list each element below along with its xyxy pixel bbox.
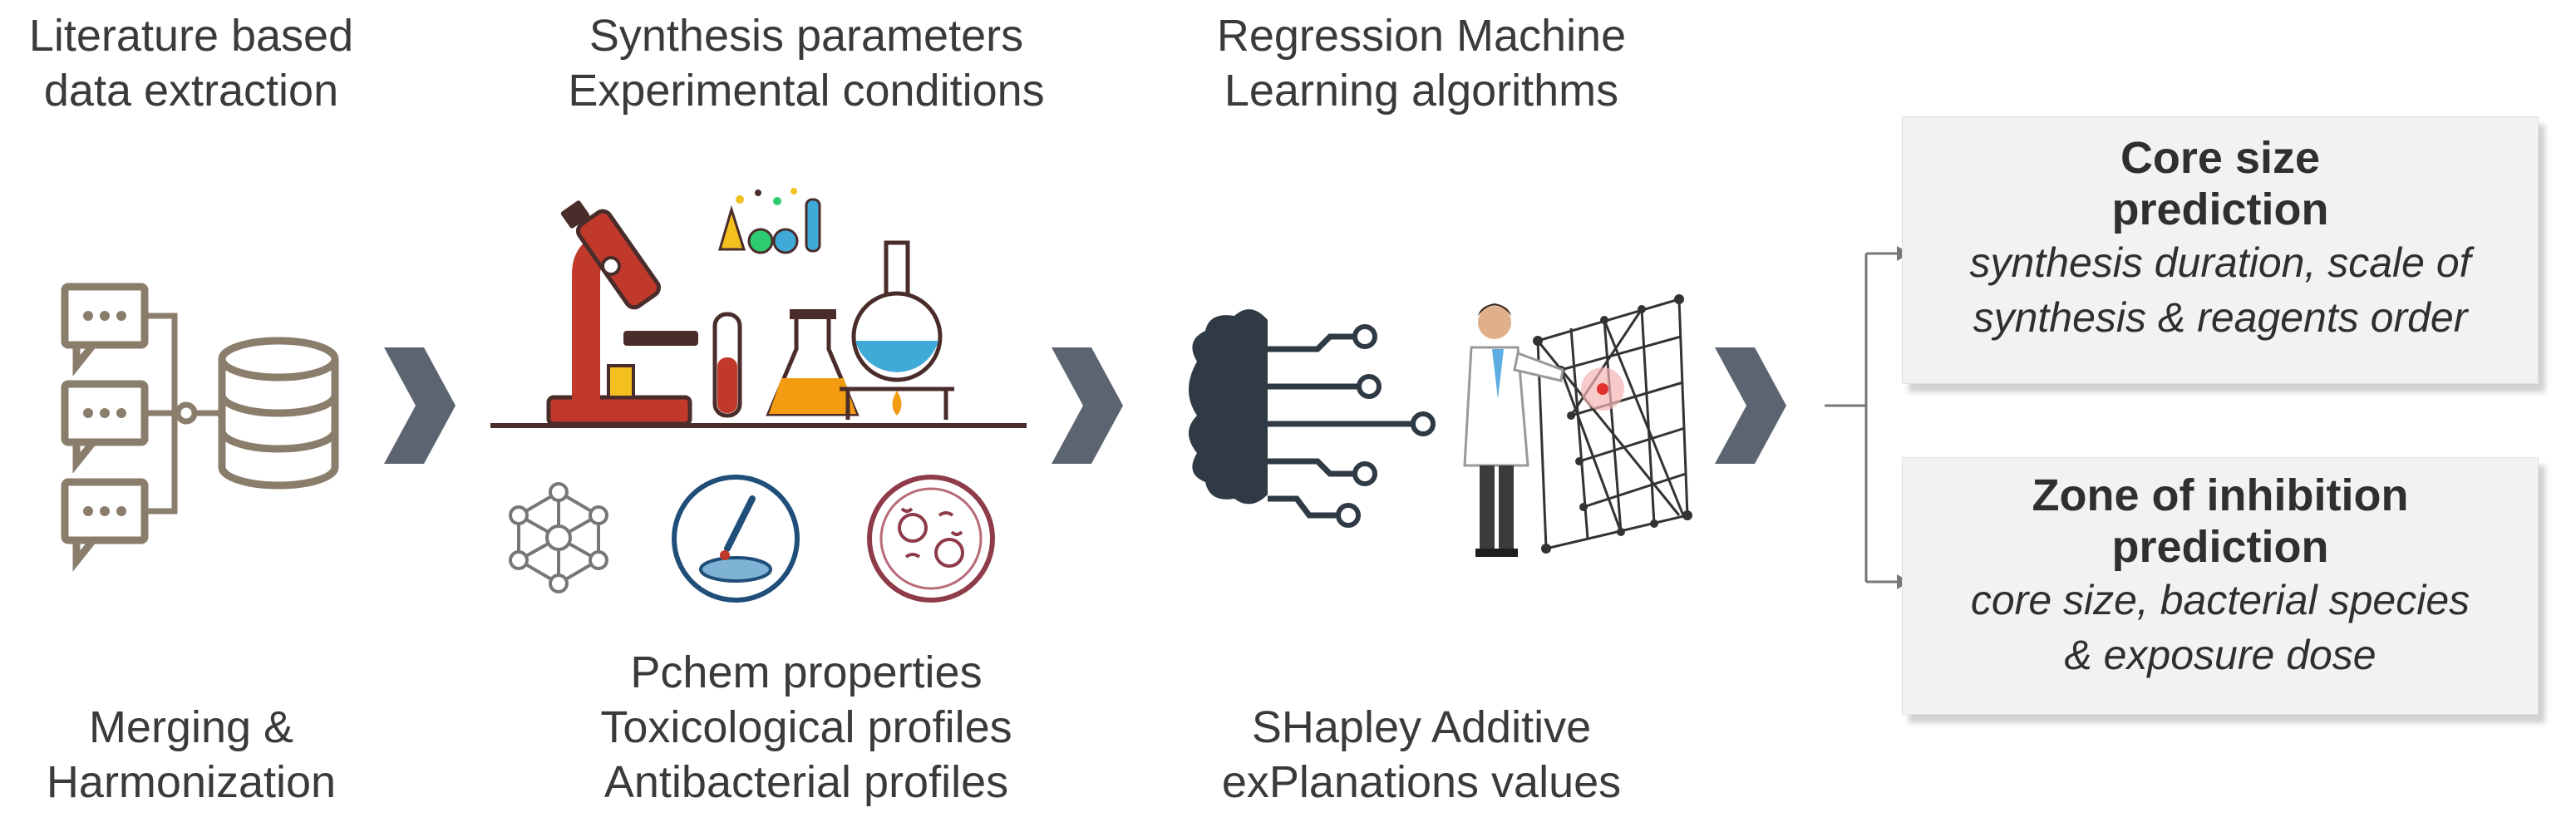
stage2-top-label: Synthesis parameters Experimental condit…	[568, 11, 1045, 116]
chevron-right-icon	[1715, 347, 1786, 464]
round-flask-icon	[840, 240, 954, 420]
molecule-icon	[509, 482, 608, 593]
flask-icon	[766, 309, 859, 416]
chevron-right-icon	[384, 347, 456, 464]
document-icon	[61, 380, 149, 474]
neural-network-icon	[1533, 294, 1692, 554]
output-card-zone-of-inhibition: Zone of inhibition prediction core size,…	[1902, 457, 2539, 715]
small-flasks-icon	[718, 188, 821, 254]
stage1-top-label: Literature based data extraction	[28, 11, 354, 116]
stage1-bottom-label: Merging & Harmonization	[46, 702, 337, 807]
chevron-right-icon	[1052, 347, 1123, 464]
output-bracket	[1825, 252, 1897, 583]
database-icon	[218, 337, 339, 490]
stage3-bottom-label: SHapley Additive exPlanations values	[1221, 702, 1622, 807]
microscope-icon	[546, 200, 698, 426]
ai-brain-icon	[1189, 309, 1436, 528]
stage3-top-label: Regression Machine Learning algorithms	[1216, 11, 1627, 116]
document-icon	[61, 478, 149, 572]
scientist-icon	[1463, 303, 1564, 557]
test-tube-icon	[712, 312, 742, 418]
merge-connector	[145, 313, 220, 514]
petri-dish-icon	[672, 475, 800, 603]
document-dots	[83, 311, 126, 516]
stage2-bottom-label: Pchem properties Toxicological profiles …	[600, 647, 1012, 807]
output-card-core-size: Core size prediction synthesis duration,…	[1902, 116, 2539, 384]
bacteria-culture-icon	[867, 475, 995, 603]
document-icon	[61, 283, 149, 377]
